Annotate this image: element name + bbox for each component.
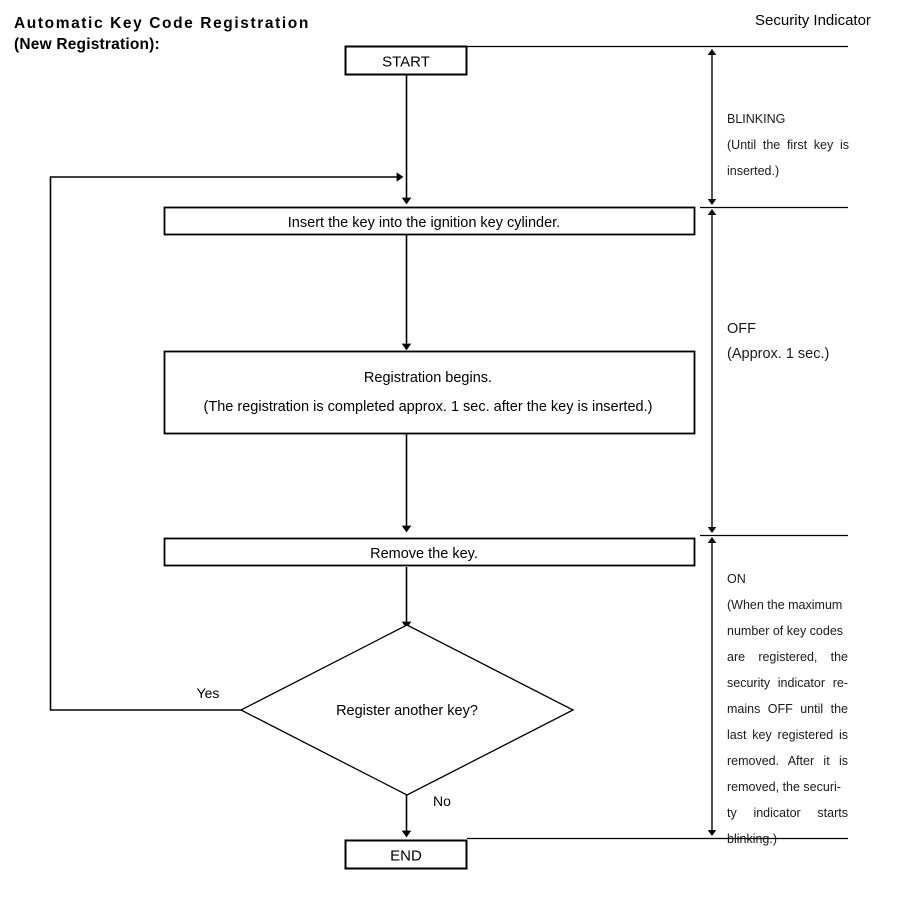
decision-label-register-another-key: Register another key?	[336, 703, 478, 719]
process-label-registration-begins-line-2: (The registration is completed approx. 1…	[204, 399, 653, 415]
indicator-state-off: OFF	[727, 321, 756, 337]
process-label-insert-key: Insert the key into the ignition key cyl…	[288, 215, 560, 231]
branch-label-no: No	[433, 793, 451, 809]
indicator-detail-on: (When the maximum number of key codes ar…	[727, 598, 848, 846]
end-label: END	[390, 848, 422, 865]
indicator-detail-off: (Approx. 1 sec.)	[727, 346, 830, 362]
connector-decision-yes-loop	[49, 172, 404, 711]
start-label: START	[382, 54, 430, 71]
indicator-state-on: ON	[727, 572, 746, 586]
page-title-line-2: (New Registration):	[14, 36, 160, 53]
page-title-line-1: Automatic Key Code Registration	[14, 15, 310, 32]
indicator-annotation-blinking: BLINKING (Until the first key is inserte…	[727, 106, 849, 184]
page-title: Automatic Key Code Registration (New Reg…	[14, 14, 354, 55]
process-box-insert-key	[163, 206, 696, 236]
process-label-remove-key: Remove the key.	[370, 546, 478, 562]
indicator-annotation-on: ON (When the maximum number of key codes…	[727, 566, 848, 852]
decision-diamond-register-another-key	[239, 624, 575, 796]
process-label-registration-begins-line-1: Registration begins.	[364, 370, 492, 386]
security-indicator-column-header: Security Indicator	[755, 12, 871, 29]
end-terminator	[344, 839, 468, 870]
branch-label-yes: Yes	[197, 685, 220, 701]
process-box-remove-key	[163, 537, 696, 567]
indicator-state-blinking: BLINKING	[727, 112, 786, 126]
process-box-registration-begins	[163, 350, 696, 435]
indicator-annotation-off: OFF (Approx. 1 sec.)	[727, 317, 867, 367]
start-terminator	[344, 45, 468, 76]
indicator-detail-blinking: (Until the first key is inserted.)	[727, 138, 849, 178]
